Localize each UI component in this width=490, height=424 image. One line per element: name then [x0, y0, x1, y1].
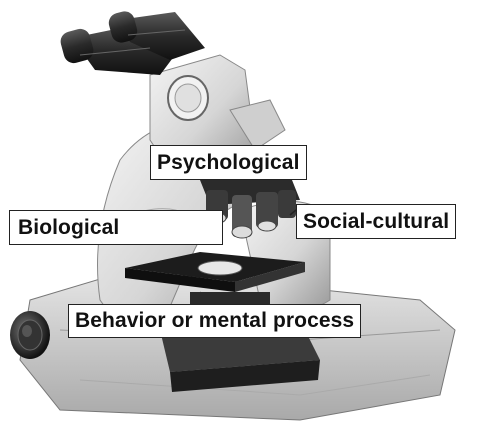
- social-cultural-label: Social-cultural: [296, 204, 457, 239]
- biological-label: Biological: [9, 210, 223, 245]
- psychological-label: Psychological: [150, 145, 307, 180]
- microscope-stage: [125, 252, 305, 331]
- behavior-label: Behavior or mental process: [68, 304, 362, 338]
- focus-knob: [10, 311, 50, 359]
- head-knob: [167, 75, 209, 121]
- eyepiece-tubes: [60, 11, 205, 75]
